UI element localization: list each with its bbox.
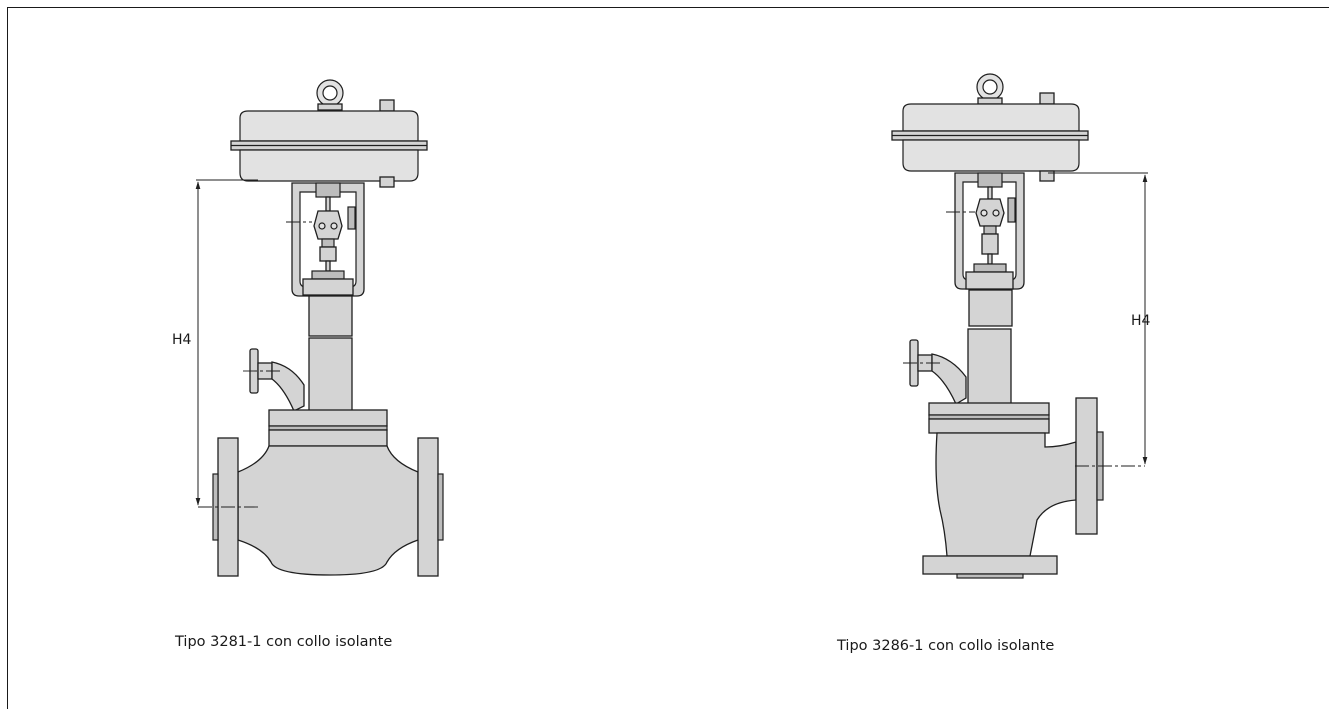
valve-3286-1-drawing xyxy=(891,73,1148,579)
actuator-upper-housing xyxy=(239,110,419,142)
figure-caption: Tipo 3286-1 con collo isolante xyxy=(836,638,1054,654)
h4-dimension-label: H4 xyxy=(1131,313,1151,329)
insulating-neck-lower xyxy=(967,328,1012,406)
bonnet-flange xyxy=(268,409,388,427)
actuator-lower-housing xyxy=(239,149,419,182)
bottom-flange xyxy=(922,555,1058,575)
h4-dimension-label: H4 xyxy=(172,332,192,348)
figure-caption: Tipo 3281-1 con collo isolante xyxy=(174,634,392,650)
drawing-frame xyxy=(7,7,1329,709)
insulating-neck-upper xyxy=(308,295,353,337)
insulating-neck-upper xyxy=(968,289,1013,327)
valve-body xyxy=(237,445,419,576)
valve-3281-1-drawing xyxy=(195,79,444,577)
outlet-flange xyxy=(417,437,439,577)
insulating-neck-lower xyxy=(308,337,353,413)
side-fitting xyxy=(243,348,305,412)
actuator-lower-housing xyxy=(902,139,1080,172)
bonnet-flange xyxy=(928,402,1050,416)
eye-bolt xyxy=(976,73,1004,105)
side-fitting xyxy=(903,339,967,405)
angle-valve-body xyxy=(935,432,1077,557)
eye-bolt xyxy=(316,79,344,111)
actuator-upper-housing xyxy=(902,103,1080,132)
